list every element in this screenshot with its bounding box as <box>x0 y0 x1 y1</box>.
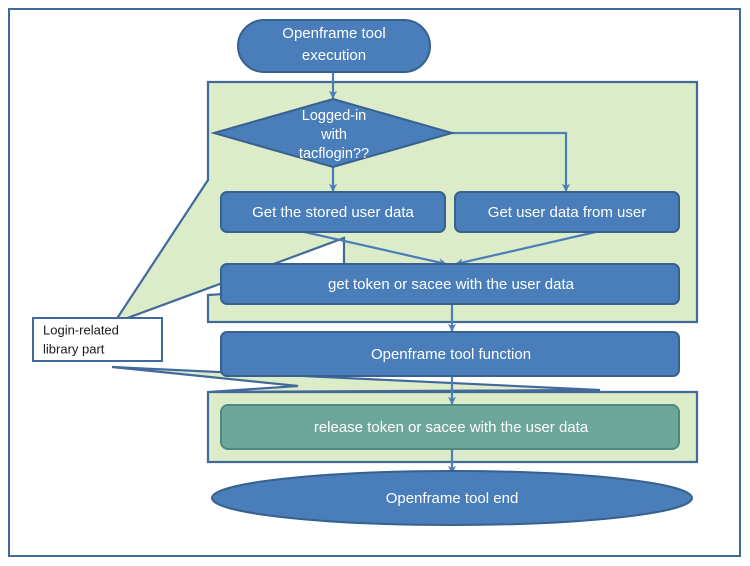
node-release-token[interactable]: release token or sacee with the user dat… <box>220 404 680 450</box>
node-start-label-line-1: Openframe tool <box>282 25 385 42</box>
node-stored-user-data[interactable]: Get the stored user data <box>220 191 446 233</box>
callout-label-line-2: library part <box>43 341 105 356</box>
login-related-callout[interactable]: Login-related library part <box>32 317 163 362</box>
node-decision-label-line-1: Logged-in <box>302 108 367 124</box>
edge-decision-to-fromuser <box>451 131 571 192</box>
node-decision-label-line-2: with <box>320 127 347 143</box>
node-start[interactable]: Openframe tool execution <box>237 19 431 73</box>
node-end-label: Openframe tool end <box>386 490 519 507</box>
node-user-data-from-user[interactable]: Get user data from user <box>454 191 680 233</box>
node-decision-label-line-3: tacflogin?? <box>299 146 369 162</box>
edge-fromuser-to-token <box>455 229 601 267</box>
node-start-label-line-2: execution <box>302 47 366 64</box>
node-user-data-from-user-label: Get user data from user <box>488 204 646 221</box>
node-tool-function-label: Openframe tool function <box>371 346 531 363</box>
connectors <box>299 71 601 474</box>
node-stored-user-data-label: Get the stored user data <box>252 204 414 221</box>
node-end[interactable]: Openframe tool end <box>211 470 693 526</box>
edge-stored-to-token <box>299 229 447 267</box>
callout-label-line-1: Login-related <box>43 322 119 337</box>
node-tool-function[interactable]: Openframe tool function <box>220 331 680 377</box>
node-get-token[interactable]: get token or sacee with the user data <box>220 263 680 305</box>
node-get-token-label: get token or sacee with the user data <box>328 276 575 293</box>
node-decision[interactable]: Logged-in with tacflogin?? <box>210 97 456 169</box>
node-release-token-label: release token or sacee with the user dat… <box>314 419 589 436</box>
